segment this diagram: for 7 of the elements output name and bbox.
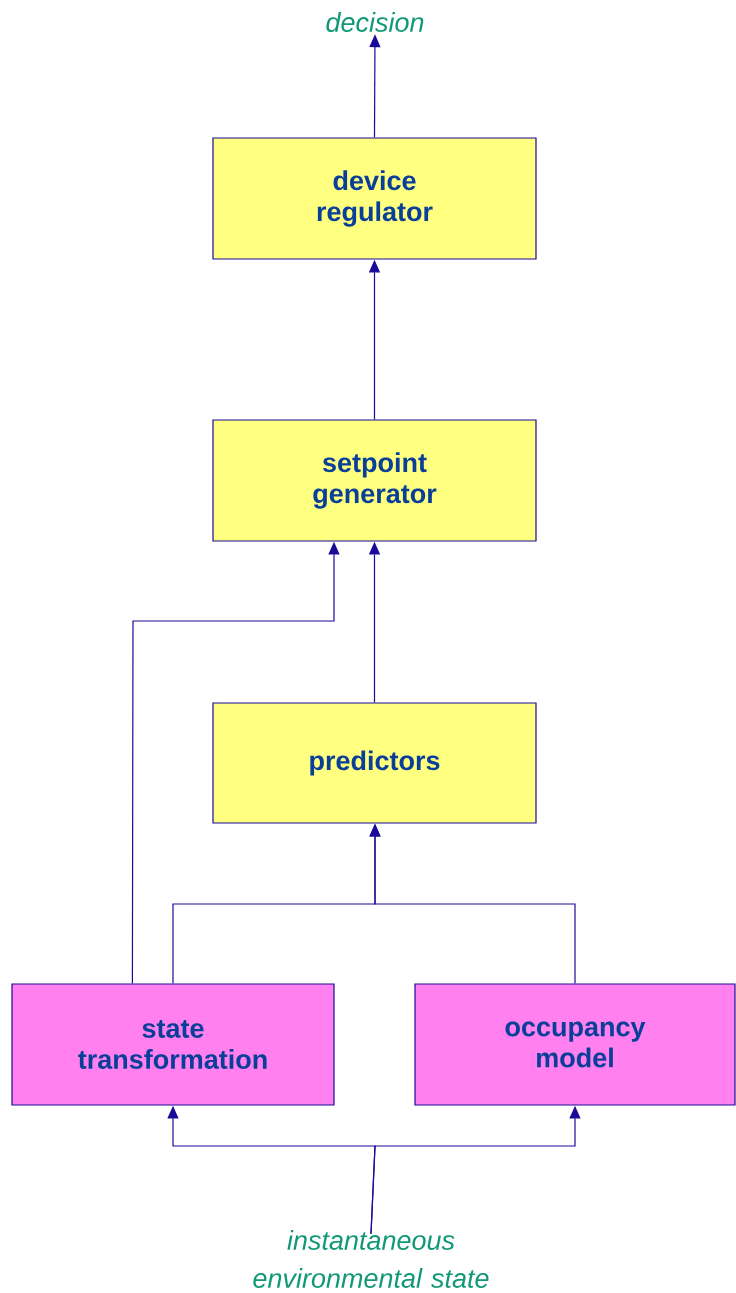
process-box: device regulator	[212, 137, 537, 260]
output-label: decision	[326, 12, 424, 32]
process-box: setpoint generator	[212, 419, 537, 542]
process-box: state transformation	[11, 983, 335, 1106]
process-box: predictors	[212, 702, 537, 824]
process-box: occupancy model	[414, 983, 736, 1106]
input-label: instantaneous environmental state	[253, 1230, 489, 1288]
